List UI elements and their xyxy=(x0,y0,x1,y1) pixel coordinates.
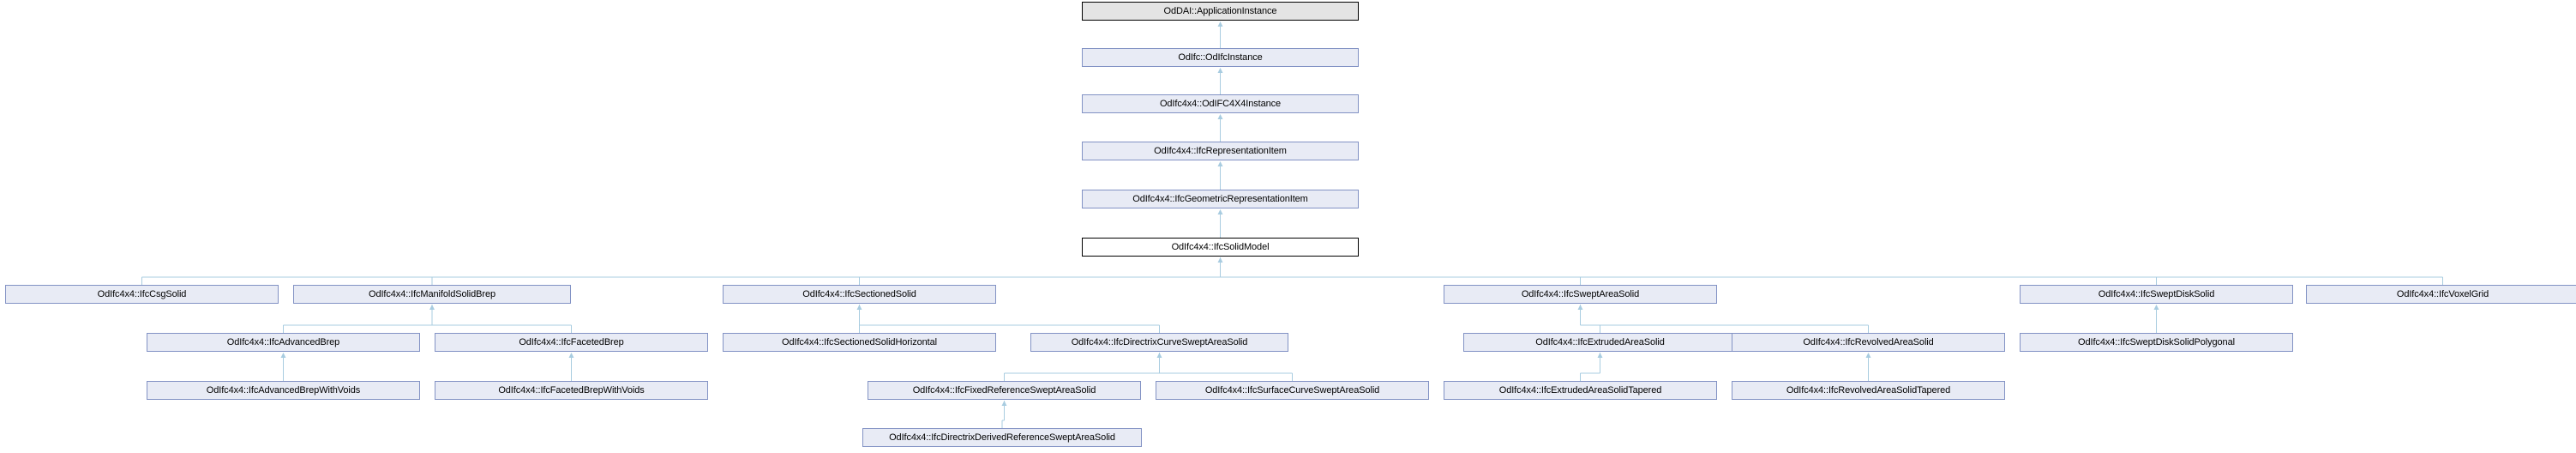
class-node-IfcSectionedSolidHorizontal[interactable]: OdIfc4x4::IfcSectionedSolidHorizontal xyxy=(723,333,996,352)
class-node-IfcFacetedBrepWithVoids[interactable]: OdIfc4x4::IfcFacetedBrepWithVoids xyxy=(435,381,708,400)
class-node-ApplicationInstance[interactable]: OdDAI::ApplicationInstance xyxy=(1082,2,1359,21)
class-node-IfcAdvancedBrepWithVoids[interactable]: OdIfc4x4::IfcAdvancedBrepWithVoids xyxy=(147,381,420,400)
class-node-IfcExtrudedAreaSolidTapered[interactable]: OdIfc4x4::IfcExtrudedAreaSolidTapered xyxy=(1444,381,1717,400)
class-node-IfcSectionedSolid[interactable]: OdIfc4x4::IfcSectionedSolid xyxy=(723,285,996,304)
class-node-IfcFacetedBrep[interactable]: OdIfc4x4::IfcFacetedBrep xyxy=(435,333,708,352)
class-node-IfcVoxelGrid[interactable]: OdIfc4x4::IfcVoxelGrid xyxy=(2306,285,2576,304)
class-node-IfcAdvancedBrep[interactable]: OdIfc4x4::IfcAdvancedBrep xyxy=(147,333,420,352)
class-node-IfcExtrudedAreaSolid[interactable]: OdIfc4x4::IfcExtrudedAreaSolid xyxy=(1463,333,1737,352)
class-node-IfcSweptDiskSolid[interactable]: OdIfc4x4::IfcSweptDiskSolid xyxy=(2020,285,2293,304)
class-node-IfcManifoldSolidBrep[interactable]: OdIfc4x4::IfcManifoldSolidBrep xyxy=(293,285,571,304)
class-node-OdIFC4X4Instance[interactable]: OdIfc4x4::OdIFC4X4Instance xyxy=(1082,94,1359,113)
class-node-OdIfcInstance[interactable]: OdIfc::OdIfcInstance xyxy=(1082,48,1359,67)
class-node-IfcDirectrixDerivedReferenceSweptAreaSolid[interactable]: OdIfc4x4::IfcDirectrixDerivedReferenceSw… xyxy=(862,428,1142,447)
class-node-IfcCsgSolid[interactable]: OdIfc4x4::IfcCsgSolid xyxy=(5,285,279,304)
class-node-IfcDirectrixCurveSweptAreaSolid[interactable]: OdIfc4x4::IfcDirectrixCurveSweptAreaSoli… xyxy=(1030,333,1288,352)
class-node-IfcRepresentationItem[interactable]: OdIfc4x4::IfcRepresentationItem xyxy=(1082,142,1359,160)
class-node-IfcRevolvedAreaSolid[interactable]: OdIfc4x4::IfcRevolvedAreaSolid xyxy=(1732,333,2005,352)
class-node-IfcSweptAreaSolid[interactable]: OdIfc4x4::IfcSweptAreaSolid xyxy=(1444,285,1717,304)
class-node-IfcGeometricRepresentationItem[interactable]: OdIfc4x4::IfcGeometricRepresentationItem xyxy=(1082,190,1359,208)
class-node-IfcRevolvedAreaSolidTapered[interactable]: OdIfc4x4::IfcRevolvedAreaSolidTapered xyxy=(1732,381,2005,400)
class-node-IfcSurfaceCurveSweptAreaSolid[interactable]: OdIfc4x4::IfcSurfaceCurveSweptAreaSolid xyxy=(1156,381,1429,400)
class-node-IfcFixedReferenceSweptAreaSolid[interactable]: OdIfc4x4::IfcFixedReferenceSweptAreaSoli… xyxy=(868,381,1141,400)
class-node-IfcSolidModel[interactable]: OdIfc4x4::IfcSolidModel xyxy=(1082,238,1359,257)
class-node-IfcSweptDiskSolidPolygonal[interactable]: OdIfc4x4::IfcSweptDiskSolidPolygonal xyxy=(2020,333,2293,352)
